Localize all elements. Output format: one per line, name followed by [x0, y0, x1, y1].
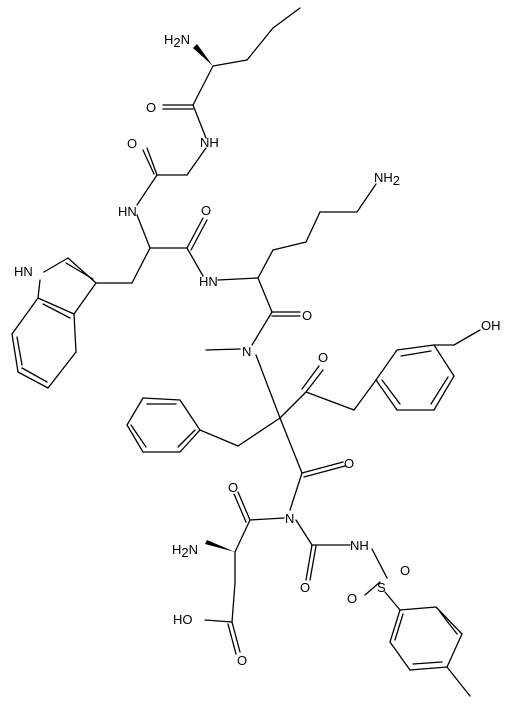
atom-hn-indole: HN	[14, 264, 33, 279]
atom-o11: O	[237, 653, 247, 668]
atom-o10: O	[400, 563, 410, 578]
atom-o1: O	[146, 100, 156, 115]
atom-o3: O	[201, 203, 211, 218]
atom-nh-sulfonamide: NH	[350, 538, 369, 553]
atom-hn-lys: HN	[199, 274, 218, 289]
atom-nh1: NH	[200, 135, 219, 150]
atom-ho-carboxyl: HO	[173, 612, 193, 627]
atom-s: S	[377, 580, 386, 595]
atom-o9: O	[347, 591, 357, 606]
atom-o5: O	[318, 350, 328, 365]
atom-h2n-asp: H2N	[172, 542, 198, 560]
atom-oh-phenol: OH	[481, 318, 501, 333]
atom-o8: O	[300, 580, 310, 595]
atom-n-imide: N	[285, 511, 294, 526]
atom-o2: O	[127, 136, 137, 151]
atom-nh2-top: H2N	[164, 32, 190, 50]
atom-n-methyl: N	[242, 344, 251, 359]
atom-labels: H2N O NH O HN HN O NH2 HN O N O OH O O N…	[14, 32, 501, 668]
atom-hn-trp: HN	[118, 204, 137, 219]
atom-o7: O	[228, 480, 238, 495]
bond-skeleton	[11, 7, 481, 697]
atom-o6: O	[344, 456, 354, 471]
atom-nh2-lys: NH2	[374, 170, 400, 188]
atom-o4: O	[302, 308, 312, 323]
